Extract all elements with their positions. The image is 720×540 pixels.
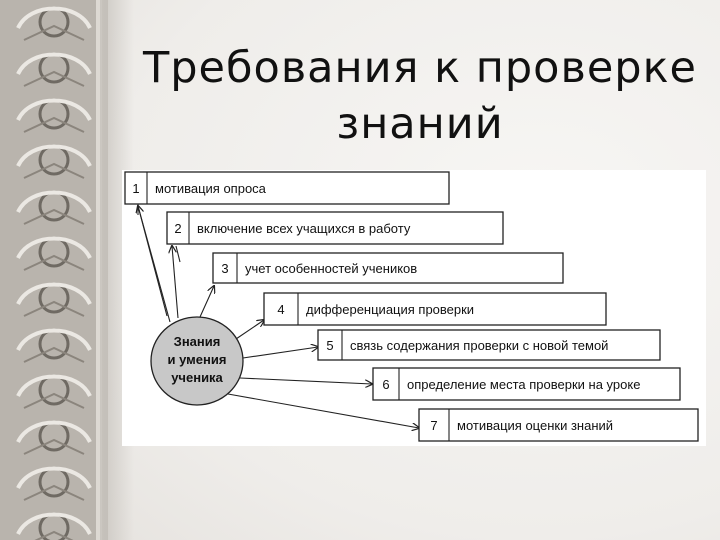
step-number: 5: [326, 338, 333, 353]
border-motif: [16, 52, 92, 87]
step-label: дифференциация проверки: [306, 302, 474, 317]
step-number: 6: [382, 377, 389, 392]
step-box-7: 7 мотивация оценки знаний: [418, 408, 699, 442]
step-box-frame: [124, 171, 450, 205]
connector-arrow: [235, 320, 264, 340]
connector-arrow: [239, 377, 372, 384]
title-line-2: знаний: [336, 99, 504, 149]
step-box-frame: [372, 367, 681, 401]
step-number: 7: [430, 418, 437, 433]
step-number: 2: [174, 221, 181, 236]
border-motif: [16, 98, 92, 133]
center-label-line-2: и умения: [168, 352, 227, 367]
step-number: 1: [132, 181, 139, 196]
step-box-frame: [263, 292, 607, 326]
step-box-frame: [166, 211, 504, 245]
step-label: включение всех учащихся в работу: [197, 221, 411, 236]
connector-arrow: [172, 246, 179, 319]
connector-arrow: [137, 205, 168, 317]
step-number: 4: [277, 302, 284, 317]
border-motif: [16, 374, 92, 409]
border-motif: [16, 190, 92, 225]
center-label-line-3: ученика: [171, 370, 223, 385]
step-box-4: 4 дифференциация проверки: [263, 292, 607, 326]
step-box-2: 2 включение всех учащихся в работу: [166, 211, 504, 245]
slide-title: Требования к проверке знаний: [130, 40, 710, 152]
step-label: учет особенностей учеников: [245, 261, 417, 276]
step-box-5: 5 связь содержания проверки с новой темой: [317, 329, 661, 361]
border-motif: [16, 512, 92, 540]
step-box-frame: [212, 252, 564, 284]
knowledge-ellipse: [150, 316, 244, 406]
step-box-frame: [418, 408, 699, 442]
connector-arrow: [227, 393, 419, 428]
step-label: мотивация оценки знаний: [457, 418, 613, 433]
step-box-1: 1 мотивация опроса: [124, 171, 450, 205]
step-label: определение места проверки на уроке: [407, 377, 640, 392]
step-label: мотивация опроса: [155, 181, 267, 196]
border-motif: [16, 328, 92, 363]
title-line-1: Требования к проверке: [142, 43, 697, 93]
center-label-line-1: Знания: [174, 334, 221, 349]
step-label: связь содержания проверки с новой темой: [350, 338, 608, 353]
left-ornamental-border: [0, 0, 108, 540]
step-box-3: 3 учет особенностей учеников: [212, 252, 564, 284]
border-motif: [16, 282, 92, 317]
border-motif: [16, 144, 92, 179]
border-motif: [16, 420, 92, 455]
border-motif: [16, 6, 92, 41]
connector-arrow: [242, 347, 318, 359]
step-number: 3: [221, 261, 228, 276]
connector-arrow: [175, 245, 181, 263]
border-motif: [16, 466, 92, 501]
border-motif: [16, 236, 92, 271]
step-box-frame: [317, 329, 661, 361]
connector-arrow: [199, 286, 214, 318]
step-box-6: 6 определение места проверки на уроке: [372, 367, 681, 401]
border-stripe: [96, 0, 102, 540]
